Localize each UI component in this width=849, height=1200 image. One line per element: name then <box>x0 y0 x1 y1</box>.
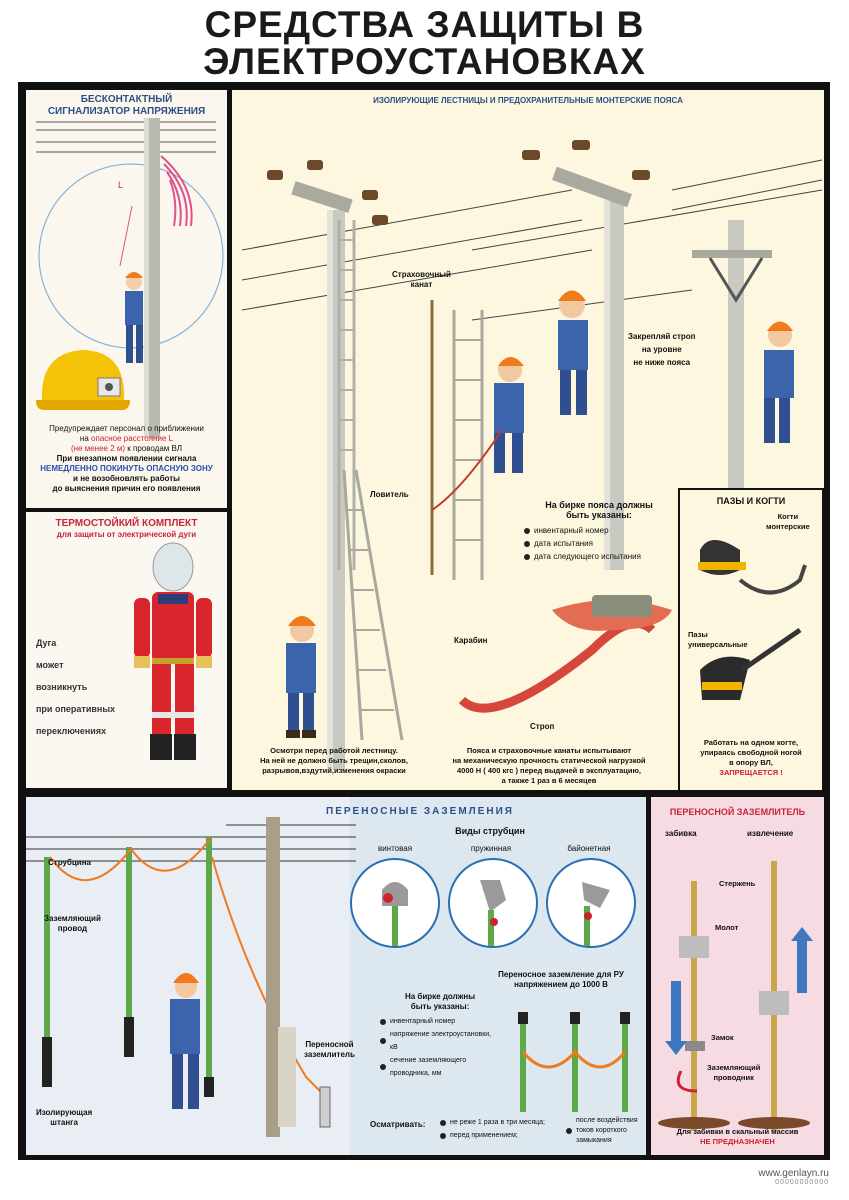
ground-wire-label: Заземляющий провод <box>44 914 101 933</box>
extract-label: извлечение <box>747 829 794 838</box>
pazy-heading: ПАЗЫ И КОГТИ <box>716 496 786 506</box>
page-title: СРЕДСТВА ЗАЩИТЫ В ЭЛЕКТРОУСТАНОВКАХ <box>203 4 646 82</box>
pazy-note: Работать на одном когте, упираясь свобод… <box>680 738 822 778</box>
pazy-label: Пазы универсальные <box>688 630 748 649</box>
fasten-strop-label: Закрепляй строп на уровне не ниже пояса <box>628 332 696 367</box>
inspect-items-right: после воздействия токов короткого замыка… <box>566 1116 646 1146</box>
portable-grounder-panel: ПЕРЕНОСНОЙ ЗАЗЕМЛИТЕЛЬ забивка извлечени… <box>651 797 824 1155</box>
drive-label: забивка <box>665 829 697 838</box>
belt-tag-item: инвентарный номер <box>524 524 674 537</box>
clamp-label: Струбцина <box>48 858 91 867</box>
spring-clamp-icon <box>448 858 538 948</box>
belts-test-note: Пояса и страховочные канаты испытывают н… <box>452 746 646 785</box>
conductor-label: Заземляющий проводник <box>707 1063 761 1082</box>
ladders-heading: ИЗОЛИРУЮЩИЕ ЛЕСТНИЦЫ И ПРЕДОХРАНИТЕЛЬНЫЕ… <box>373 96 683 105</box>
clamp-types-background <box>350 797 646 1155</box>
slider-label: Ловитель <box>370 490 409 499</box>
clamp-type-spring: пружинная <box>470 844 512 853</box>
grounding-heading: ПЕРЕНОСНЫЕ ЗАЗЕМЛЕНИЯ <box>326 806 514 817</box>
belt-tag-item: дата испытания <box>524 537 674 550</box>
climbing-gear-illustration <box>698 540 807 700</box>
insulating-rod-label: Изолирующая штанга <box>36 1108 93 1127</box>
rod-illustration <box>658 861 813 1131</box>
grounding-tag-item: сечение заземляющего проводника, мм <box>380 1054 500 1080</box>
stem-label: Стержень <box>719 879 756 888</box>
portable-grounder-label: Переносной заземлитель <box>304 1040 355 1059</box>
inspect-label: Осматривать: <box>370 1120 426 1129</box>
kogti-label: Когти монтерские <box>766 512 810 531</box>
belt-tag-item: дата следующего испытания <box>524 550 674 563</box>
pazy-kogti-box: ПАЗЫ И КОГТИ Когти монтерские Пазы униве… <box>678 488 824 792</box>
forbidden-label: ЗАПРЕЩАЕТСЯ ! <box>719 768 783 777</box>
distance-mark: L <box>118 180 123 190</box>
grounding-tag-item: напряжение электроустановки, кВ <box>380 1028 500 1054</box>
inspect-items-left: не реже 1 раза в три месяца; перед приме… <box>440 1116 560 1142</box>
suit-heading: ТЕРМОСТОЙКИЙ КОМПЛЕКТ <box>55 518 198 529</box>
clamp-type-bayonet: байонетная <box>567 844 611 853</box>
screw-clamp-icon <box>350 858 440 948</box>
detector-panel: БЕСКОНТАКТНЫЙ СИГНАЛИЗАТОР НАПРЯЖЕНИЯ L … <box>26 90 227 508</box>
inspect-item: перед применением; <box>440 1129 560 1142</box>
strop-label: Строп <box>530 722 555 731</box>
hammer-label: Молот <box>715 923 739 932</box>
ladder-inspect-note: Осмотри перед работой лестницу. На ней н… <box>260 746 408 775</box>
grounding-illustration <box>26 817 356 1137</box>
grounding-tag-info: На бирке должны быть указаны: инвентарны… <box>380 992 500 1080</box>
clamp-type-screw: винтовая <box>377 844 413 853</box>
helmet-with-detector-icon <box>36 350 130 410</box>
grounding-tag-item: инвентарный номер <box>380 1015 500 1028</box>
belt-tag-info: На бирке пояса должны быть указаны: инве… <box>524 500 674 563</box>
thermal-suit-figure <box>134 542 212 760</box>
ru-grounding-illustration <box>518 1012 630 1112</box>
lock-label: Замок <box>711 1033 734 1042</box>
carabiner-label: Карабин <box>454 636 488 645</box>
ru-grounding-heading: Переносное заземление для РУ напряжением… <box>498 970 624 989</box>
inspect-item: не реже 1 раза в три месяца; <box>440 1116 560 1129</box>
detector-warning: Предупреждает персонал о приближении на … <box>40 424 213 493</box>
safety-rope-label: Страховочный канат <box>392 270 451 289</box>
thermal-suit-panel: ТЕРМОСТОЙКИЙ КОМПЛЕКТ для защиты от элек… <box>26 512 227 788</box>
suit-text: Дуга может возникнуть при оперативных пе… <box>36 638 116 736</box>
detector-heading: БЕСКОНТАКТНЫЙ СИГНАЛИЗАТОР НАПРЯЖЕНИЯ <box>47 94 206 117</box>
suit-subheading: для защиты от электрической дуги <box>56 530 197 539</box>
inspect-item: после воздействия токов короткого замыка… <box>566 1116 646 1146</box>
ladders-illustration <box>241 140 823 770</box>
rod-note: Для забивки в скальный массив НЕ ПРЕДНАЗ… <box>676 1127 799 1146</box>
bayonet-clamp-icon <box>546 858 636 948</box>
rod-heading: ПЕРЕНОСНОЙ ЗАЗЕМЛИТЕЛЬ <box>669 807 806 817</box>
clamp-types-heading: Виды струбцин <box>455 826 525 836</box>
detector-illustration: L <box>36 118 224 438</box>
footer-site: www.genlayn.ru 00000000000 <box>758 1168 829 1186</box>
